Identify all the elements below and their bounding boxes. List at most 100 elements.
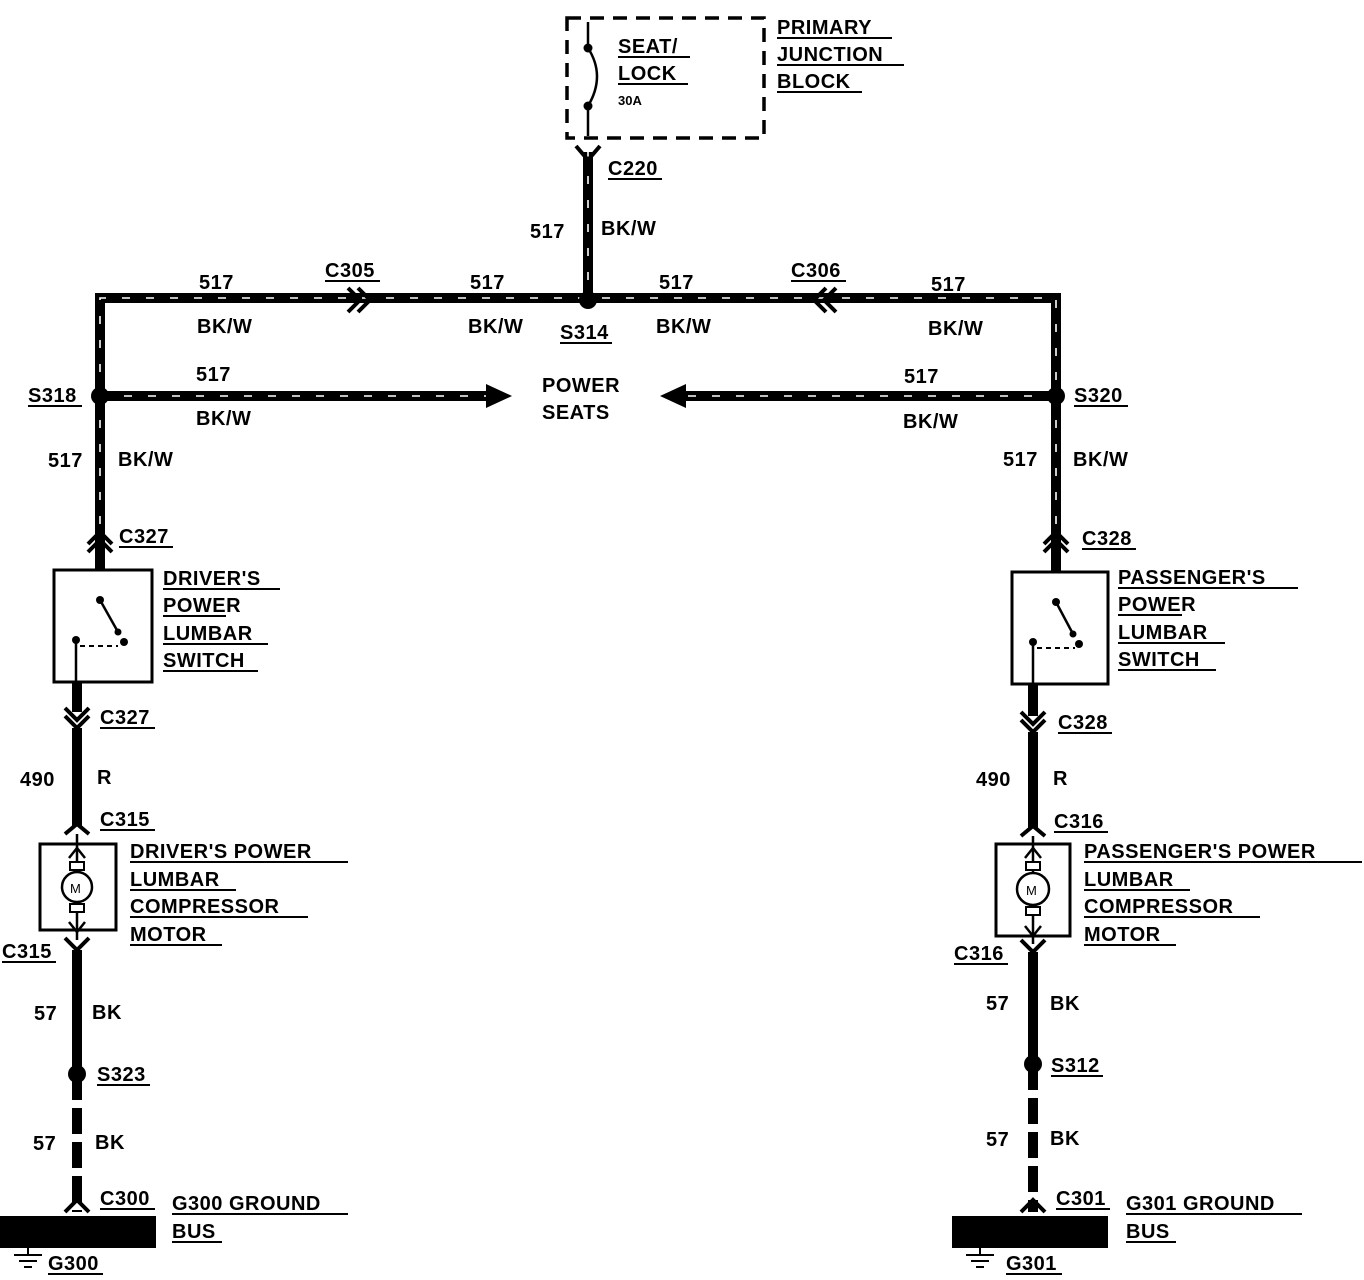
splice-s312-label: S312 — [1051, 1055, 1100, 1077]
circuit-top-left-outer-number: 517 — [199, 272, 234, 294]
circuit-left-arrow-number: 517 — [196, 364, 231, 386]
junction-block-name-line-2: JUNCTION — [777, 44, 883, 66]
circuit-main-color: BK/W — [601, 218, 656, 240]
splice-s318 — [91, 387, 109, 405]
passenger-switch-label-line-4: SWITCH — [1118, 649, 1200, 671]
fuse-rating: 30A — [618, 93, 642, 108]
g300-ground-bus — [0, 1216, 156, 1248]
circuit-left-ground-2-number: 57 — [33, 1133, 56, 1155]
driver-switch-label-line-2: POWER — [163, 595, 241, 617]
connector-c220-label: C220 — [608, 158, 658, 180]
circuit-top-left-inner-number: 517 — [470, 272, 505, 294]
driver-lumbar-compressor-motor: M — [38, 834, 118, 940]
connector-c327-top-label: C327 — [119, 526, 169, 548]
circuit-top-right-inner-number: 517 — [659, 272, 694, 294]
connector-c300: C300 — [63, 1188, 155, 1214]
circuit-right-arrow-number: 517 — [904, 366, 939, 388]
circuit-right-ground-1-number: 57 — [986, 993, 1009, 1015]
circuit-right-drop-color: BK/W — [1073, 449, 1128, 471]
connector-c316-top-label: C316 — [1054, 811, 1104, 833]
splice-s314-label: S314 — [560, 322, 609, 344]
passenger-motor-label-line-2: LUMBAR — [1084, 869, 1174, 891]
arrow-left-to-power-seats — [660, 384, 686, 408]
driver-motor-label-line-2: LUMBAR — [130, 869, 220, 891]
connector-c316-bottom-label: C316 — [954, 943, 1004, 965]
passenger-motor-label-line-4: MOTOR — [1084, 924, 1161, 946]
connector-c301-label: C301 — [1056, 1188, 1106, 1210]
circuit-main-number: 517 — [530, 221, 565, 243]
connector-c300-label: C300 — [100, 1188, 150, 1210]
driver-switch-label-line-3: LUMBAR — [163, 623, 253, 645]
connector-c306-label: C306 — [791, 260, 841, 282]
junction-block-outline — [565, 16, 766, 140]
circuit-right-motor-feed-number: 490 — [976, 769, 1011, 791]
circuit-top-left-inner-color: BK/W — [468, 316, 523, 338]
wire-517-network — [95, 152, 1061, 540]
connector-c315-bottom: C315 — [2, 936, 91, 963]
connector-c306: C306 — [791, 260, 846, 314]
passenger-power-lumbar-switch — [1010, 570, 1110, 686]
circuit-right-ground-1-color: BK — [1050, 993, 1080, 1015]
driver-motor-symbol: M — [70, 881, 81, 896]
circuit-left-motor-feed-number: 490 — [20, 769, 55, 791]
splice-s320-label: S320 — [1074, 385, 1123, 407]
g300-label-line-1: G300 GROUND — [172, 1193, 321, 1215]
connector-c327-bottom: C327 — [63, 706, 155, 731]
circuit-left-drop-number: 517 — [48, 450, 83, 472]
power-seats-line-2: SEATS — [542, 402, 610, 424]
passenger-switch-label-line-2: POWER — [1118, 594, 1196, 616]
connector-c305-label: C305 — [325, 260, 375, 282]
passenger-motor-symbol: M — [1026, 883, 1037, 898]
driver-motor-label-line-4: MOTOR — [130, 924, 207, 946]
connector-c327-bottom-label: C327 — [100, 707, 150, 729]
connector-c220: C220 — [574, 144, 662, 180]
driver-switch-label-line-1: DRIVER'S — [163, 568, 261, 590]
junction-block-name-line-1: PRIMARY — [777, 17, 872, 39]
connector-c328-bottom-label: C328 — [1058, 712, 1108, 734]
circuit-left-ground-1-number: 57 — [34, 1003, 57, 1025]
ground-icon — [966, 1248, 994, 1268]
circuit-left-motor-feed-color: R — [97, 767, 112, 789]
circuit-right-arrow-color: BK/W — [903, 411, 958, 433]
circuit-left-drop-color: BK/W — [118, 449, 173, 471]
driver-motor-label-line-3: COMPRESSOR — [130, 896, 280, 918]
g301-label-line-2: BUS — [1126, 1221, 1170, 1243]
connector-c305: C305 — [325, 260, 380, 314]
splice-s314 — [579, 291, 597, 309]
driver-switch-label-line-4: SWITCH — [163, 650, 245, 672]
passenger-motor-label-line-1: PASSENGER'S POWER — [1084, 841, 1316, 863]
circuit-left-arrow-color: BK/W — [196, 408, 251, 430]
junction-block-name-line-3: BLOCK — [777, 71, 851, 93]
g301-label-line-1: G301 GROUND — [1126, 1193, 1275, 1215]
passenger-lumbar-compressor-motor: M — [994, 836, 1072, 944]
circuit-top-right-outer-number: 517 — [931, 274, 966, 296]
fuse-label-line-2: LOCK — [618, 63, 677, 85]
passenger-switch-label-line-3: LUMBAR — [1118, 622, 1208, 644]
passenger-switch-label-line-1: PASSENGER'S — [1118, 567, 1266, 589]
circuit-right-motor-feed-color: R — [1053, 768, 1068, 790]
arrow-right-to-power-seats — [486, 384, 512, 408]
driver-motor-label-line-1: DRIVER'S POWER — [130, 841, 312, 863]
power-seats-line-1: POWER — [542, 375, 620, 397]
circuit-right-ground-2-color: BK — [1050, 1128, 1080, 1150]
circuit-right-drop-number: 517 — [1003, 449, 1038, 471]
ground-icon — [14, 1248, 42, 1268]
circuit-right-ground-2-number: 57 — [986, 1129, 1009, 1151]
g300-id-label: G300 — [48, 1253, 99, 1275]
circuit-left-ground-2-color: BK — [95, 1132, 125, 1154]
g300-label-line-2: BUS — [172, 1221, 216, 1243]
connector-c315-top: C315 — [63, 809, 155, 836]
connector-c327-top: C327 — [86, 526, 173, 570]
connector-c328-top: C328 — [1042, 528, 1136, 572]
splice-s323-label: S323 — [97, 1064, 146, 1086]
splice-s318-label: S318 — [28, 385, 77, 407]
connector-c328-top-label: C328 — [1082, 528, 1132, 550]
circuit-left-ground-1-color: BK — [92, 1002, 122, 1024]
primary-junction-block: SEAT/ LOCK 30A PRIMARY JUNCTION BLOCK — [565, 16, 904, 140]
circuit-top-right-outer-color: BK/W — [928, 318, 983, 340]
connector-c301: C301 — [1019, 1188, 1110, 1214]
connector-c316-top: C316 — [1019, 811, 1108, 838]
driver-power-lumbar-switch — [52, 568, 154, 684]
circuit-top-right-inner-color: BK/W — [656, 316, 711, 338]
